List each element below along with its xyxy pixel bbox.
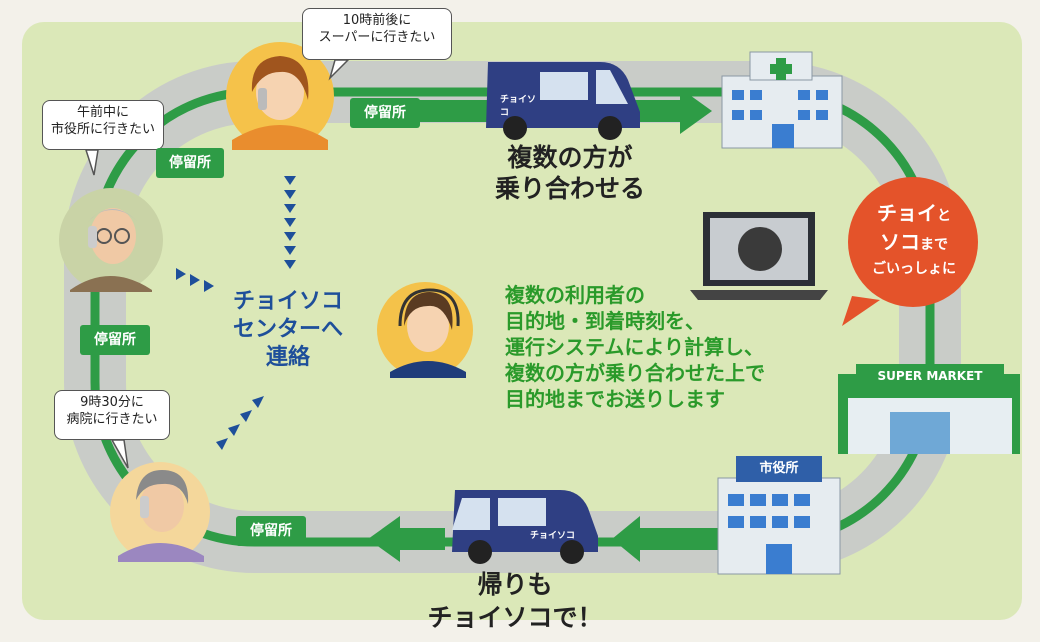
hospital-building	[721, 51, 843, 149]
bubble-tail-oldwoman	[110, 439, 129, 469]
bubble-tail-oldman	[84, 149, 99, 176]
stop-label-left: 停留所	[80, 325, 150, 355]
bubble-text-line: 10時前後に	[342, 13, 412, 28]
system-description: 複数の利用者の 目的地・到着時刻を、 運行システムにより計算し、 複数の方が乗り…	[505, 282, 835, 412]
stop-label-upper-left: 停留所	[156, 148, 224, 178]
desc-line: 運行システムにより計算し、	[505, 335, 764, 359]
badge-to: と	[937, 208, 951, 224]
return-line: 帰りも	[477, 570, 553, 599]
bubble-text-line: 午前中に	[76, 105, 129, 120]
return-line: チョイソコで！	[427, 603, 603, 632]
speech-bubble-hospital: 9時30分に 病院に行きたい	[54, 390, 170, 440]
bubble-text-line: 9時30分に	[80, 395, 144, 410]
center-line: チョイソコ	[232, 289, 343, 314]
badge-made: まで	[920, 237, 948, 253]
desc-line: 複数の利用者の	[505, 283, 645, 307]
speech-bubble-supermarket: 10時前後に スーパーに行きたい	[302, 8, 452, 60]
badge-text: チョイと ソコまで ごいっしょに	[858, 200, 970, 280]
speech-bubble-city-hall: 午前中に 市役所に行きたい	[42, 100, 164, 150]
badge-choi: チョイ	[877, 201, 937, 225]
bubble-tail-top	[328, 59, 350, 81]
supermarket-building	[838, 364, 1020, 454]
ride-share-line: 複数の方が	[507, 143, 633, 172]
supermarket-sign: SUPER MARKET	[877, 369, 983, 383]
old-man-caller-avatar	[59, 188, 163, 292]
badge-soko: ソコ	[880, 230, 920, 254]
ride-share-line: 乗り合わせる	[494, 174, 645, 203]
bubble-text-line: 病院に行きたい	[66, 412, 158, 427]
van-logo-bottom: チョイソコ	[530, 531, 576, 541]
woman-caller-avatar	[226, 42, 334, 150]
city-hall-building	[717, 456, 841, 575]
badge-bubble	[842, 177, 978, 326]
desc-line: 目的地までお送りします	[505, 387, 725, 411]
stop-label-top: 停留所	[350, 98, 420, 128]
bubble-text-line: 市役所に行きたい	[50, 122, 155, 137]
ride-share-caption: 複数の方が 乗り合わせる	[470, 142, 670, 204]
center-line: 連絡	[265, 345, 310, 370]
return-arrow	[368, 516, 730, 562]
call-arrows	[176, 176, 296, 450]
laptop-system	[690, 212, 828, 300]
city-hall-sign: 市役所	[759, 461, 799, 476]
desc-line: 目的地・到着時刻を、	[505, 309, 705, 333]
operator-avatar	[377, 282, 473, 378]
bubble-text-line: スーパーに行きたい	[318, 30, 436, 45]
center-line: センターへ	[232, 317, 343, 342]
desc-line: 複数の方が乗り合わせた上で	[505, 361, 765, 385]
return-caption: 帰りも チョイソコで！	[410, 568, 620, 634]
stop-label-bottom: 停留所	[236, 516, 306, 546]
old-woman-caller-avatar	[110, 462, 210, 562]
van-logo-top: チョイソコ	[500, 95, 537, 118]
center-contact-text: チョイソコ センターへ 連絡	[208, 288, 368, 372]
van-bottom	[452, 490, 598, 564]
badge-together: ごいっしょに	[872, 261, 956, 277]
van-top	[486, 62, 640, 140]
